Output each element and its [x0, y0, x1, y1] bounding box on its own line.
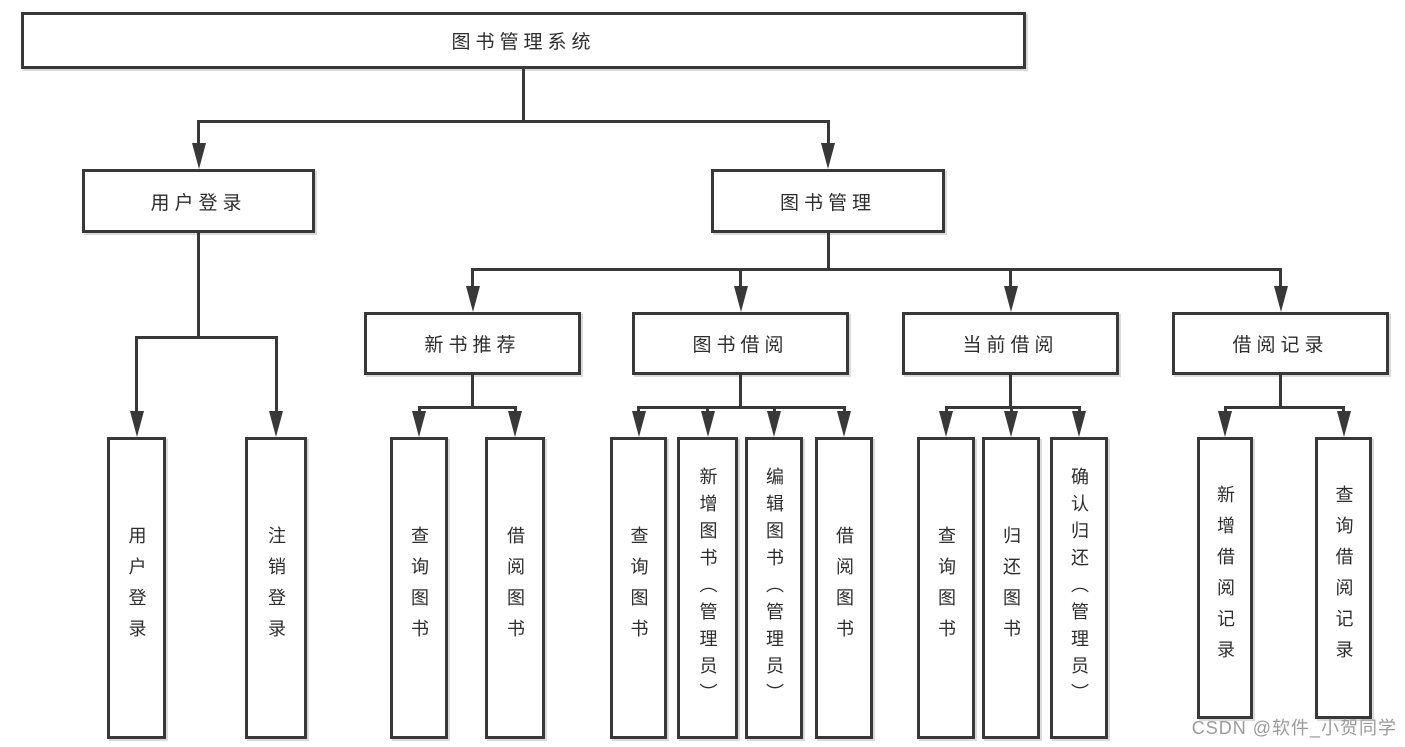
arrowhead-down-icon	[508, 411, 522, 437]
arrowhead-down-icon	[129, 411, 144, 437]
leaf-query-books-recommend-label: 查询图书	[409, 526, 429, 650]
leaf-query-books-borrow: 查询图书	[610, 437, 667, 739]
leaf-user-login: 用户登录	[107, 437, 166, 739]
leaf-confirm-return-admin-label: 确认归还（管理员）	[1069, 466, 1089, 710]
arrowhead-down-icon	[631, 411, 646, 437]
connector-line	[739, 375, 742, 406]
node-book-management-label: 图书管理	[779, 192, 876, 214]
connector-line	[471, 268, 474, 298]
arrowhead-down-icon	[1004, 411, 1018, 437]
leaf-edit-books-admin: 编辑图书（管理员）	[745, 437, 803, 739]
arrowhead-down-icon	[1273, 286, 1288, 312]
leaf-borrow-books-recommend: 借阅图书	[485, 437, 545, 739]
leaf-query-borrow-record-label: 查询借阅记录	[1333, 485, 1354, 671]
connector-line	[135, 336, 278, 339]
arrowhead-down-icon	[1003, 286, 1018, 312]
connector-line	[521, 69, 525, 120]
connector-line	[1279, 375, 1282, 406]
connector-line	[944, 406, 1081, 409]
leaf-add-books-admin-label: 新增图书（管理员）	[697, 466, 718, 710]
connector-line	[739, 268, 742, 298]
arrowhead-down-icon	[1218, 411, 1232, 437]
node-book-management: 图书管理	[711, 169, 945, 233]
leaf-edit-books-admin-label: 编辑图书（管理员）	[764, 466, 784, 710]
watermark-text: CSDN @软件_小贺同学	[1191, 718, 1397, 738]
leaf-logout-login: 注销登录	[245, 437, 307, 739]
leaf-return-books: 归还图书	[982, 437, 1040, 739]
node-borrow-records: 借阅记录	[1172, 312, 1389, 375]
arrowhead-down-icon	[837, 411, 851, 437]
arrowhead-down-icon	[700, 411, 715, 437]
node-book-borrow-label: 图书借阅	[692, 335, 789, 356]
connector-line	[197, 120, 830, 123]
connector-line	[1009, 375, 1012, 406]
connector-line	[826, 120, 830, 148]
connector-line	[471, 375, 474, 406]
leaf-logout-login-label: 注销登录	[266, 526, 286, 650]
leaf-query-books-current: 查询图书	[917, 437, 975, 739]
arrowhead-down-icon	[412, 411, 426, 437]
node-current-borrow-label: 当前借阅	[962, 335, 1059, 356]
leaf-return-books-label: 归还图书	[1001, 526, 1021, 650]
leaf-borrow-books: 借阅图书	[815, 437, 873, 739]
connector-line	[135, 336, 138, 416]
connector-line	[826, 233, 830, 268]
connector-line	[197, 233, 200, 336]
arrowhead-down-icon	[465, 286, 480, 312]
leaf-confirm-return-admin: 确认归还（管理员）	[1050, 437, 1108, 739]
leaf-add-books-admin: 新增图书（管理员）	[677, 437, 738, 739]
arrowhead-down-icon	[939, 411, 953, 437]
leaf-query-books-current-label: 查询图书	[936, 526, 956, 650]
arrowhead-down-icon	[269, 411, 283, 437]
leaf-borrow-books-recommend-label: 借阅图书	[505, 526, 525, 650]
leaf-query-borrow-record: 查询借阅记录	[1315, 437, 1372, 719]
connector-line	[471, 268, 1282, 271]
connector-line	[417, 406, 517, 409]
arrowhead-down-icon	[191, 143, 206, 169]
leaf-query-books-recommend: 查询图书	[390, 437, 448, 739]
leaf-add-borrow-record: 新增借阅记录	[1197, 437, 1253, 719]
node-borrow-records-label: 借阅记录	[1232, 335, 1329, 356]
connector-line	[1279, 268, 1282, 298]
node-library-system: 图书管理系统	[21, 12, 1026, 69]
node-user-login-label: 用户登录	[150, 192, 247, 214]
connector-line	[274, 336, 278, 416]
arrowhead-down-icon	[733, 286, 748, 312]
connector-line	[197, 120, 200, 148]
connector-line	[637, 406, 846, 409]
arrowhead-down-icon	[821, 143, 835, 169]
node-user-login: 用户登录	[82, 169, 315, 233]
leaf-query-books-borrow-label: 查询图书	[628, 526, 649, 650]
leaf-add-borrow-record-label: 新增借阅记录	[1215, 485, 1235, 671]
connector-line	[1223, 406, 1345, 409]
node-current-borrow: 当前借阅	[902, 312, 1119, 375]
leaf-user-login-label: 用户登录	[126, 526, 147, 650]
arrowhead-down-icon	[1336, 411, 1351, 437]
node-new-book-recommend: 新书推荐	[364, 312, 581, 375]
arrowhead-down-icon	[767, 411, 781, 437]
leaf-borrow-books-label: 借阅图书	[834, 526, 854, 650]
node-new-book-recommend-label: 新书推荐	[424, 335, 521, 356]
node-book-borrow: 图书借阅	[632, 312, 849, 375]
arrowhead-down-icon	[1072, 411, 1086, 437]
node-library-system-label: 图书管理系统	[451, 32, 596, 53]
connector-line	[1009, 268, 1012, 298]
